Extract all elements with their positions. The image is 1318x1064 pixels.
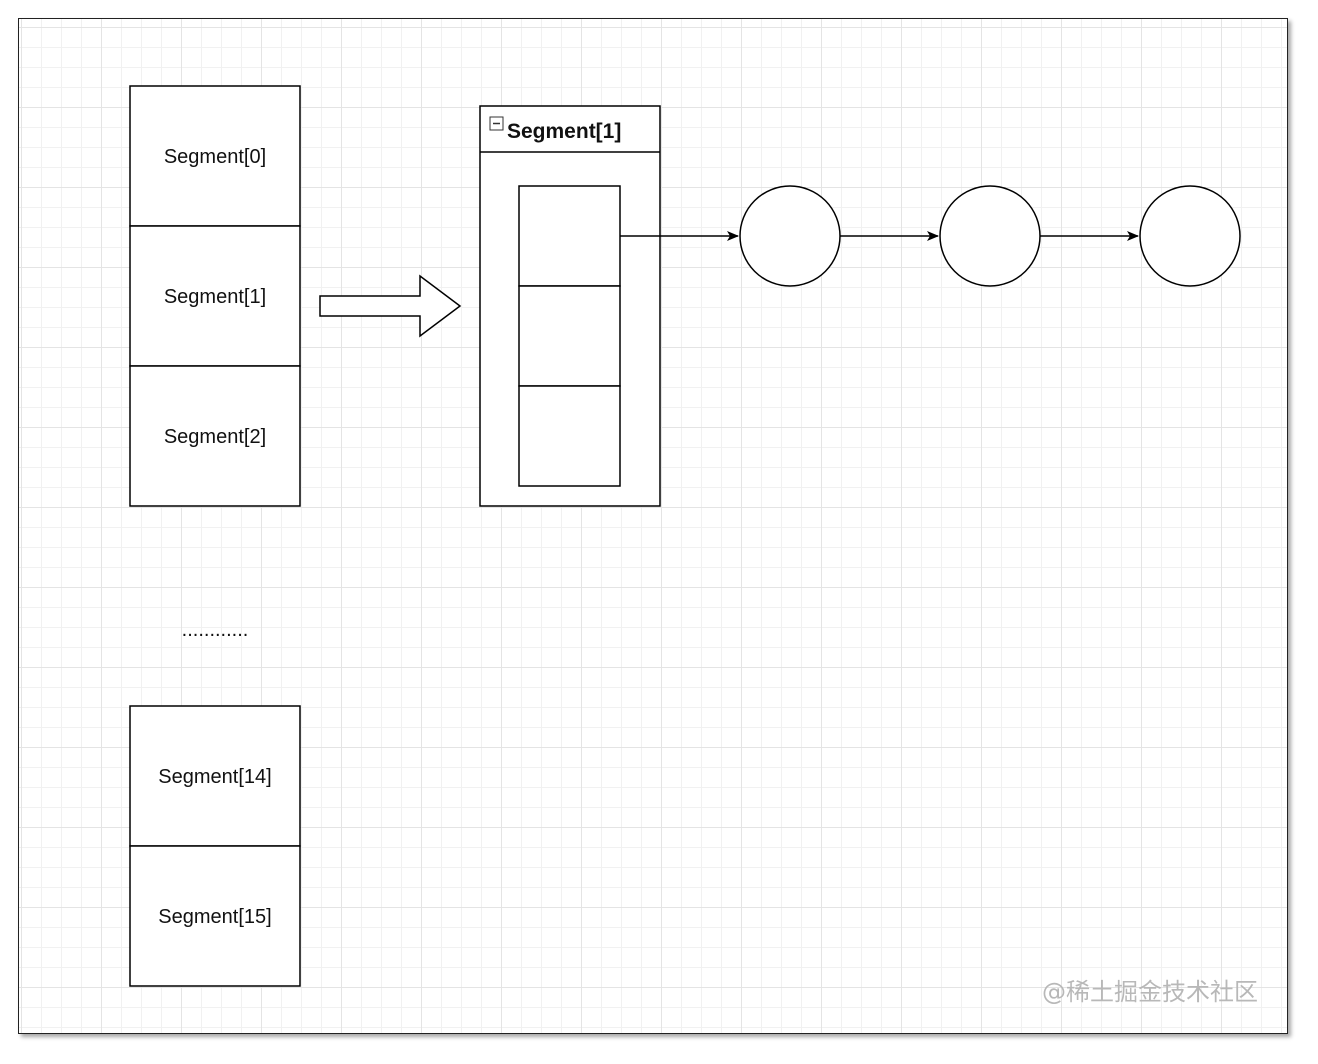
segment-cell-1 xyxy=(129,225,301,367)
minus-square-icon[interactable] xyxy=(489,116,504,131)
segment-array-top: Segment[0] Segment[1] Segment[2] xyxy=(129,85,301,507)
segment-label-0: Segment[0] xyxy=(164,146,266,168)
bucket-0 xyxy=(518,185,621,287)
segment-label-1: Segment[1] xyxy=(164,286,266,308)
segment-cell-15 xyxy=(129,845,301,987)
segment-cell-2 xyxy=(129,365,301,507)
expanded-segment-container[interactable]: Segment[1] xyxy=(479,105,661,507)
list-node-2 xyxy=(1139,185,1241,287)
segment-label-14: Segment[14] xyxy=(158,766,271,788)
segment-label-15: Segment[15] xyxy=(158,906,271,928)
ellipsis: ............ xyxy=(182,619,249,641)
linked-list xyxy=(620,185,1241,287)
segment-cell-0 xyxy=(129,85,301,227)
segment-array-bottom: Segment[14] Segment[15] xyxy=(129,705,301,987)
list-node-1 xyxy=(939,185,1041,287)
watermark: @稀土掘金技术社区 xyxy=(1042,978,1258,1006)
bucket-2 xyxy=(518,385,621,487)
expand-arrow xyxy=(319,274,462,338)
list-node-0 xyxy=(739,185,841,287)
segment-label-2: Segment[2] xyxy=(164,426,266,448)
bucket-1 xyxy=(518,285,621,387)
segment-container-title: Segment[1] xyxy=(507,120,621,143)
